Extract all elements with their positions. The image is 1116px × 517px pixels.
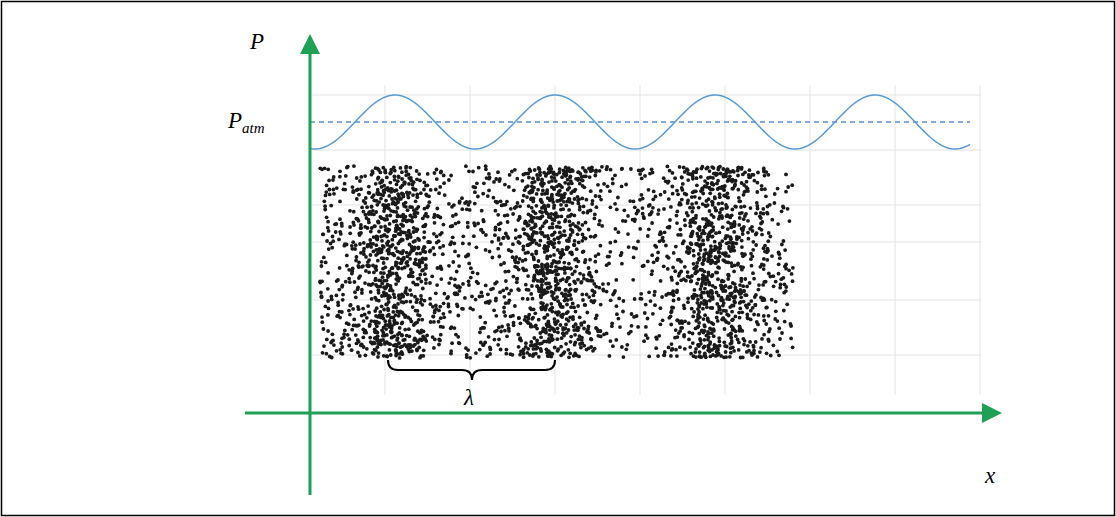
axis-label: P: [250, 30, 264, 53]
axis-label: Patm: [228, 109, 265, 132]
axis-arrow: [300, 34, 320, 54]
p-axis: [309, 48, 312, 495]
x-axis: [245, 412, 985, 415]
wavelength-label: λ: [464, 386, 474, 409]
particle-field: [318, 164, 795, 360]
axis-arrow: [982, 403, 1002, 423]
atm-line: [310, 121, 970, 123]
pressure-wave: [310, 95, 970, 149]
wavelength-brace: [388, 360, 555, 380]
grid: [312, 85, 980, 395]
subscript: atm: [242, 120, 265, 136]
axis-label: x: [985, 464, 995, 487]
